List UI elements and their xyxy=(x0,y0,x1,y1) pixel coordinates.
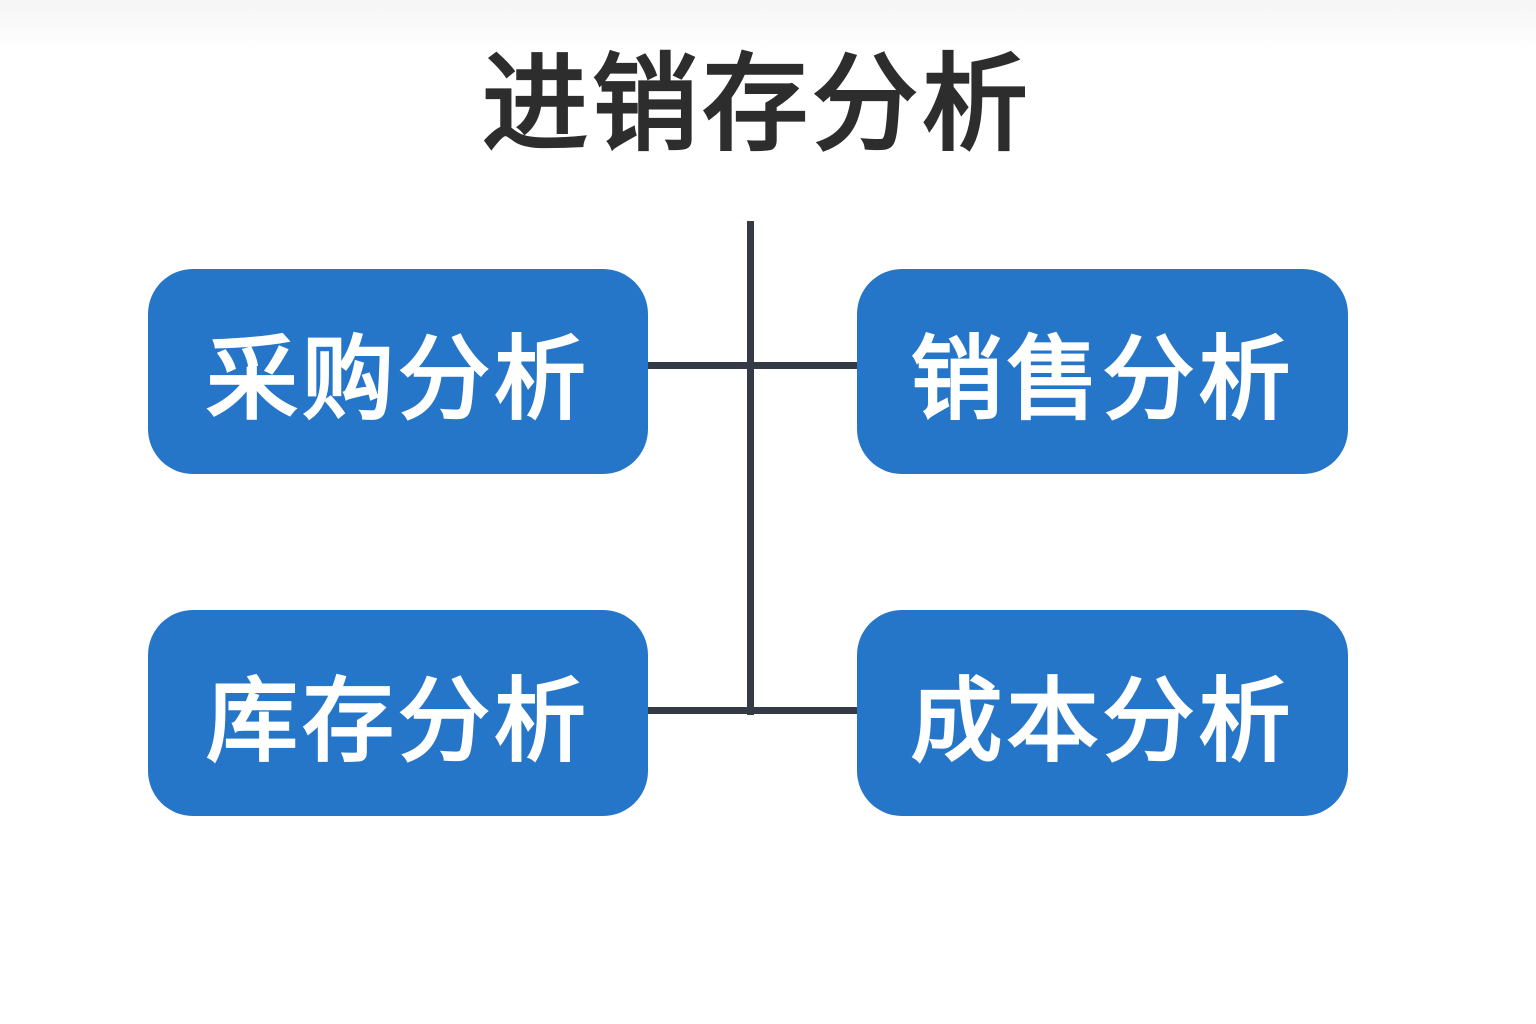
node-cost-analysis: 成本分析 xyxy=(857,610,1348,816)
node-inventory-analysis-label: 库存分析 xyxy=(205,670,590,773)
connector-horizontal-top-row xyxy=(645,362,858,369)
connector-horizontal-bottom-row xyxy=(645,707,858,714)
node-sales-analysis: 销售分析 xyxy=(857,269,1348,474)
node-purchase-analysis: 采购分析 xyxy=(148,269,648,474)
node-inventory-analysis: 库存分析 xyxy=(148,610,648,816)
node-sales-analysis-label: 销售分析 xyxy=(910,329,1295,431)
diagram-title: 进销存分析 xyxy=(482,46,1032,164)
node-cost-analysis-label: 成本分析 xyxy=(910,670,1295,773)
node-purchase-analysis-label: 采购分析 xyxy=(205,329,590,431)
connector-vertical-trunk xyxy=(747,221,754,715)
